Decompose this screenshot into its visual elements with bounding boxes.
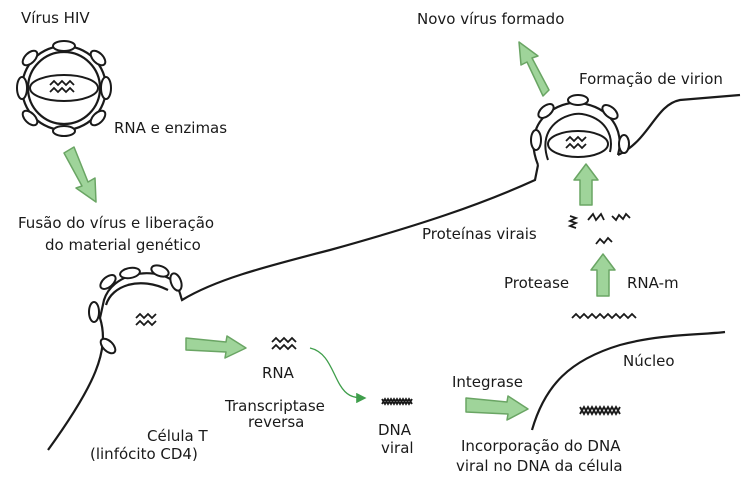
green-arrows [63, 41, 616, 421]
nuclear-dna [579, 405, 621, 416]
virion-budding [530, 94, 630, 166]
label-fusion-2: do material genético [45, 236, 201, 254]
fusion-site [88, 264, 183, 355]
label-incorp-2: viral no DNA da célula [456, 457, 623, 475]
label-nucleus: Núcleo [623, 352, 675, 370]
label-dna-1: DNA [378, 421, 412, 439]
arrow-integrase [465, 395, 529, 421]
label-rna: RNA [262, 364, 294, 382]
label-hiv: Vírus HIV [21, 9, 90, 27]
arrow-to-new-virus [518, 41, 550, 97]
cell-membrane [47, 164, 540, 451]
viral-protein-fragments [567, 212, 631, 245]
nucleus-membrane [530, 330, 726, 431]
label-incorp-1: Incorporação do DNA [461, 437, 621, 455]
label-rna-enzymes: RNA e enzimas [114, 119, 228, 137]
cell-membrane-right [617, 93, 741, 156]
hiv-virus [16, 40, 112, 137]
label-mrna: RNA-m [627, 274, 679, 292]
label-protease: Protease [504, 274, 570, 292]
label-cell-2: (linfócito CD4) [90, 445, 198, 463]
label-integrase: Integrase [452, 373, 523, 391]
label-new-virus: Novo vírus formado [417, 10, 565, 28]
label-viral-proteins: Proteínas virais [422, 225, 537, 243]
viral-dna [381, 397, 413, 406]
label-virion: Formação de virion [579, 70, 723, 88]
rna-strand [271, 336, 297, 351]
label-dna-2: viral [381, 439, 414, 457]
arrow-hiv-to-fusion [63, 146, 97, 203]
arrow-from-proteins [573, 163, 599, 206]
label-fusion-1: Fusão do vírus e liberação [18, 214, 215, 232]
arrow-fusion-to-rna [185, 335, 247, 359]
mrna-strand [571, 312, 637, 320]
arrow-rna-to-dna [309, 347, 367, 404]
label-rt-1: Transcriptase [225, 397, 325, 415]
arrow-from-mrna [590, 253, 616, 297]
label-rt-2: reversa [248, 413, 305, 431]
label-cell-1: Célula T [147, 427, 208, 445]
